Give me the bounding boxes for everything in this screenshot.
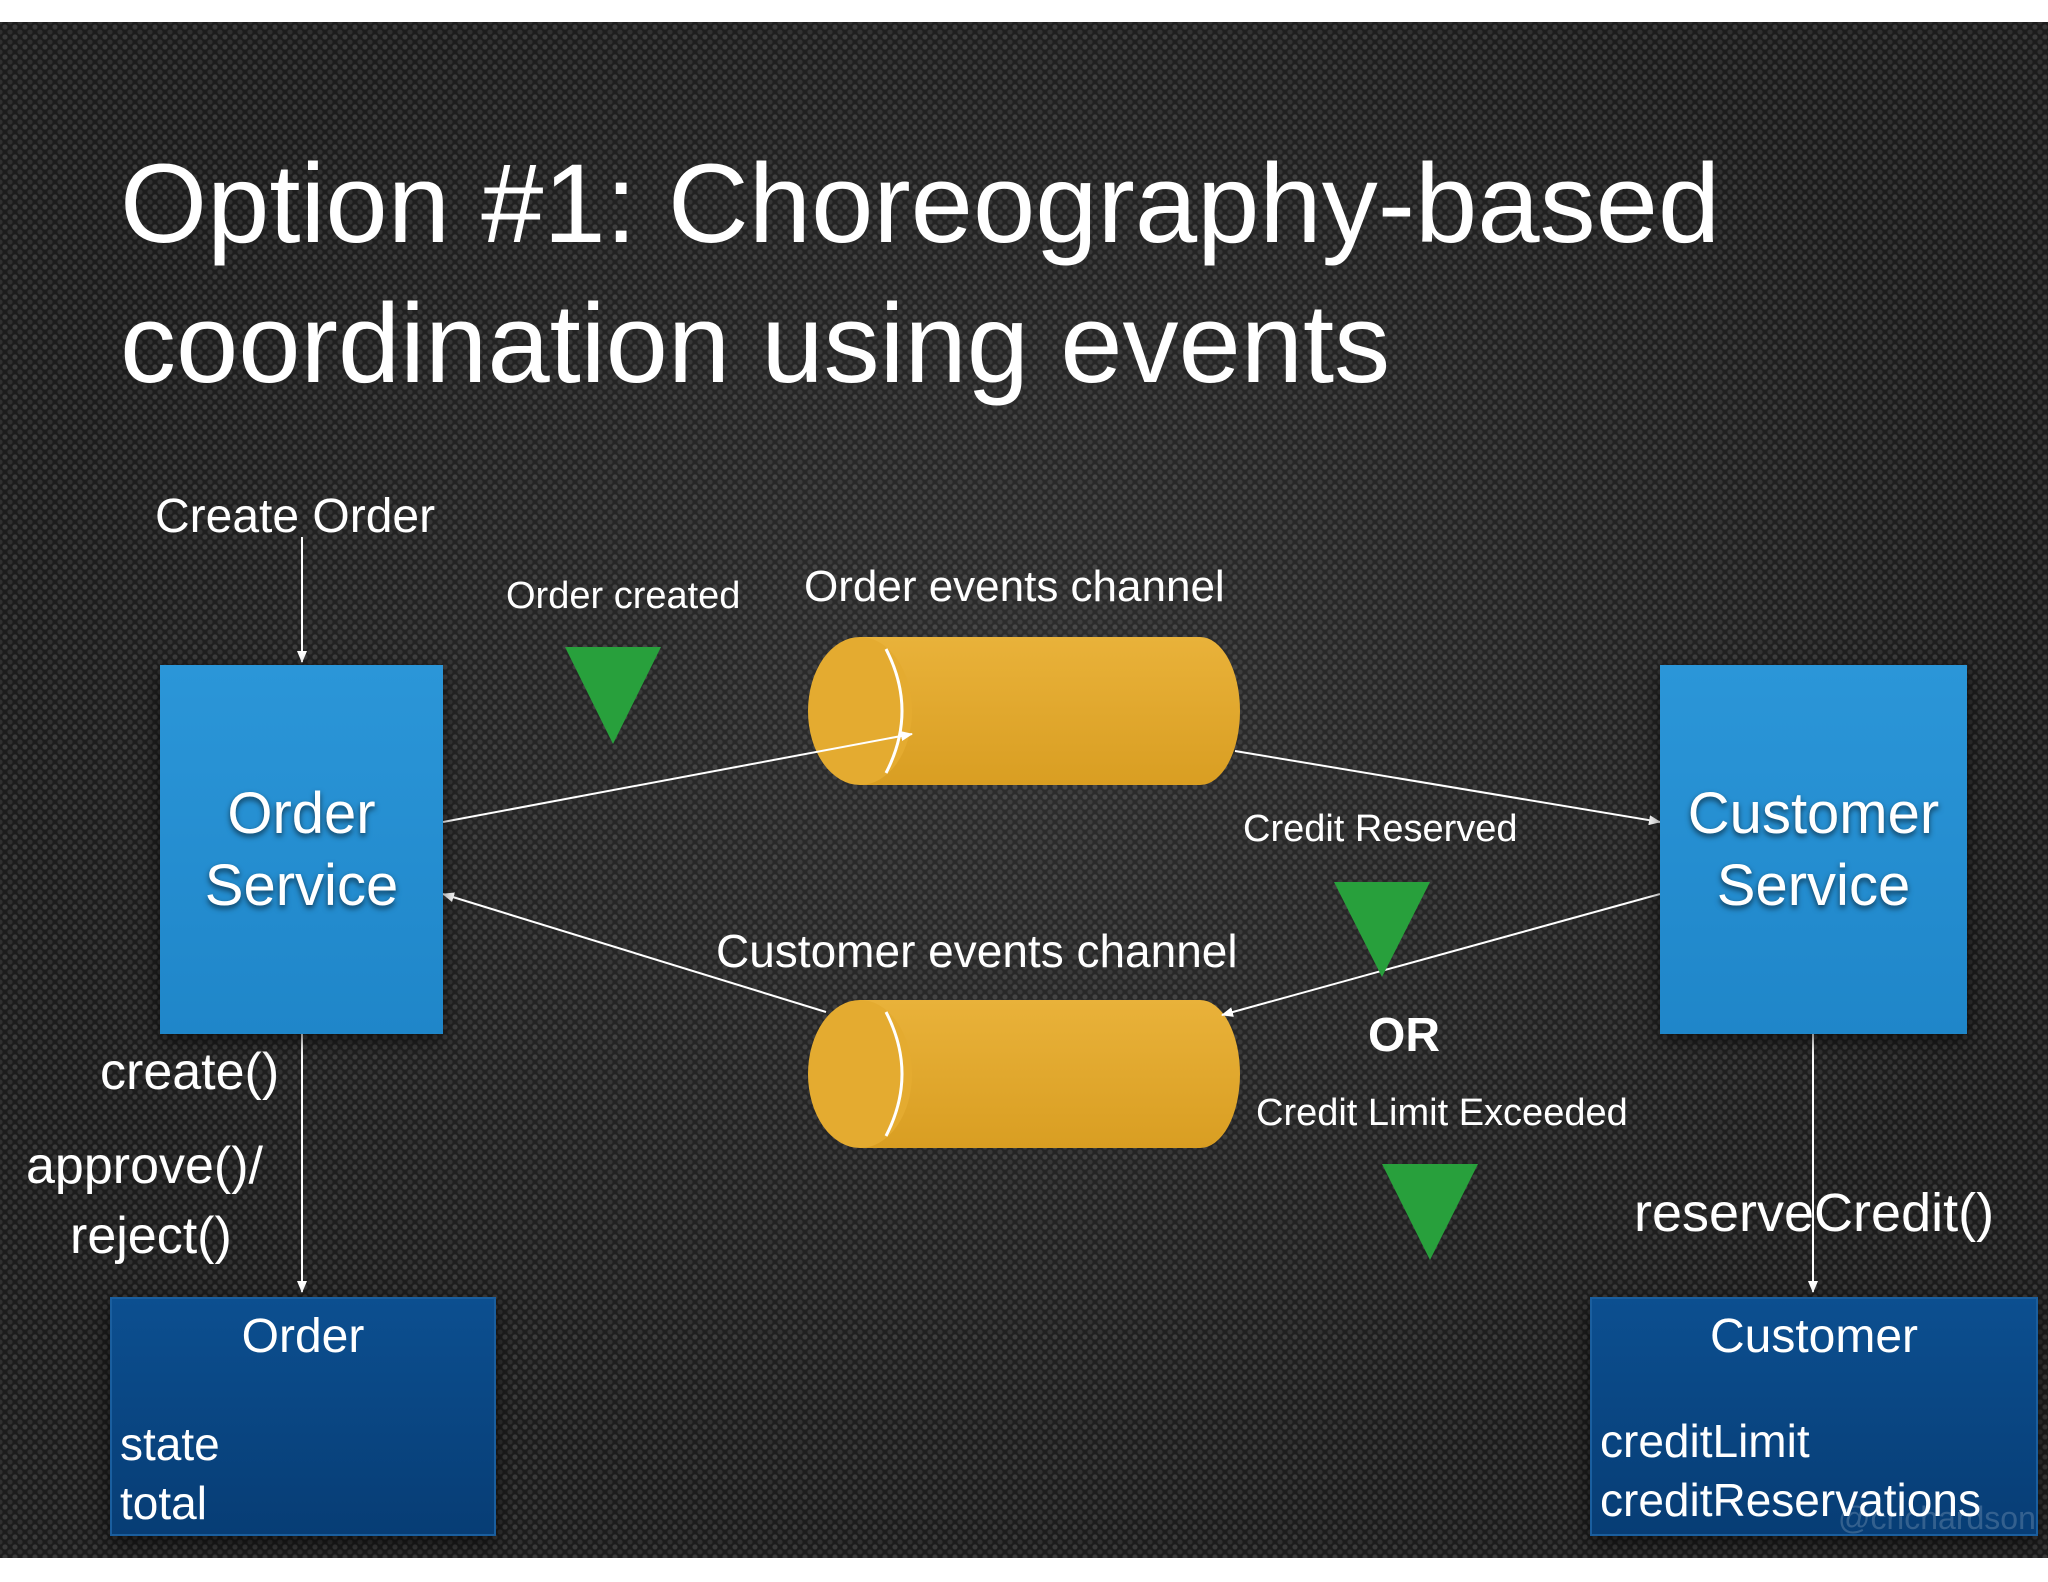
reserve-credit-method-label: reserveCredit() <box>1634 1183 1995 1243</box>
title-line-2: coordination using events <box>120 281 1391 406</box>
customer-service-line-2: Service <box>1716 852 1911 918</box>
credit-limit-exceeded-label: Credit Limit Exceeded <box>1256 1092 1628 1134</box>
customer-entity-box: Customer creditLimit creditReservations <box>1590 1297 2038 1536</box>
customer-events-channel <box>808 1000 1240 1148</box>
create-order-label: Create Order <box>155 490 436 543</box>
customer-service-line-1: Customer <box>1687 780 1940 846</box>
credit-reserved-event-marker <box>1334 882 1430 977</box>
customer-events-channel-label: Customer events channel <box>716 925 1238 977</box>
credit-limit-exceeded-event-marker <box>1382 1164 1478 1260</box>
reject-method-label: reject() <box>70 1207 232 1265</box>
arrow-publish-order-event <box>442 731 913 823</box>
order-field-state: state <box>120 1418 220 1470</box>
order-field-total: total <box>120 1477 207 1529</box>
approve-method-label: approve()/ <box>26 1137 263 1195</box>
arrow-customer-event-to-order <box>442 892 827 1013</box>
slide: Option #1: Choreography-based coordinati… <box>0 22 2048 1558</box>
customer-field-credit-reservations: creditReservations <box>1600 1474 1981 1526</box>
order-entity-box: Order state total <box>110 1297 496 1536</box>
order-events-channel <box>808 637 1240 785</box>
diagram-graphics <box>297 537 1818 1293</box>
order-service-line-1: Order <box>227 780 376 846</box>
credit-reserved-label: Credit Reserved <box>1243 808 1518 850</box>
customer-field-credit-limit: creditLimit <box>1600 1415 1810 1467</box>
order-entity-title: Order <box>241 1310 365 1363</box>
customer-entity-title: Customer <box>1709 1310 1919 1363</box>
order-service-line-2: Service <box>204 852 399 918</box>
arrow-order-event-to-customer <box>1234 750 1661 826</box>
order-events-channel-label: Order events channel <box>804 562 1225 611</box>
watermark: @crichardson <box>1838 1500 2036 1536</box>
order-created-event-marker <box>565 647 661 744</box>
title-line-1: Option #1: Choreography-based <box>120 141 1721 266</box>
or-label: OR <box>1368 1009 1440 1062</box>
order-created-label: Order created <box>506 575 741 617</box>
slide-title: Option #1: Choreography-based coordinati… <box>120 134 1920 414</box>
arrow-publish-customer-event <box>1221 893 1661 1017</box>
create-method-label: create() <box>100 1043 280 1101</box>
